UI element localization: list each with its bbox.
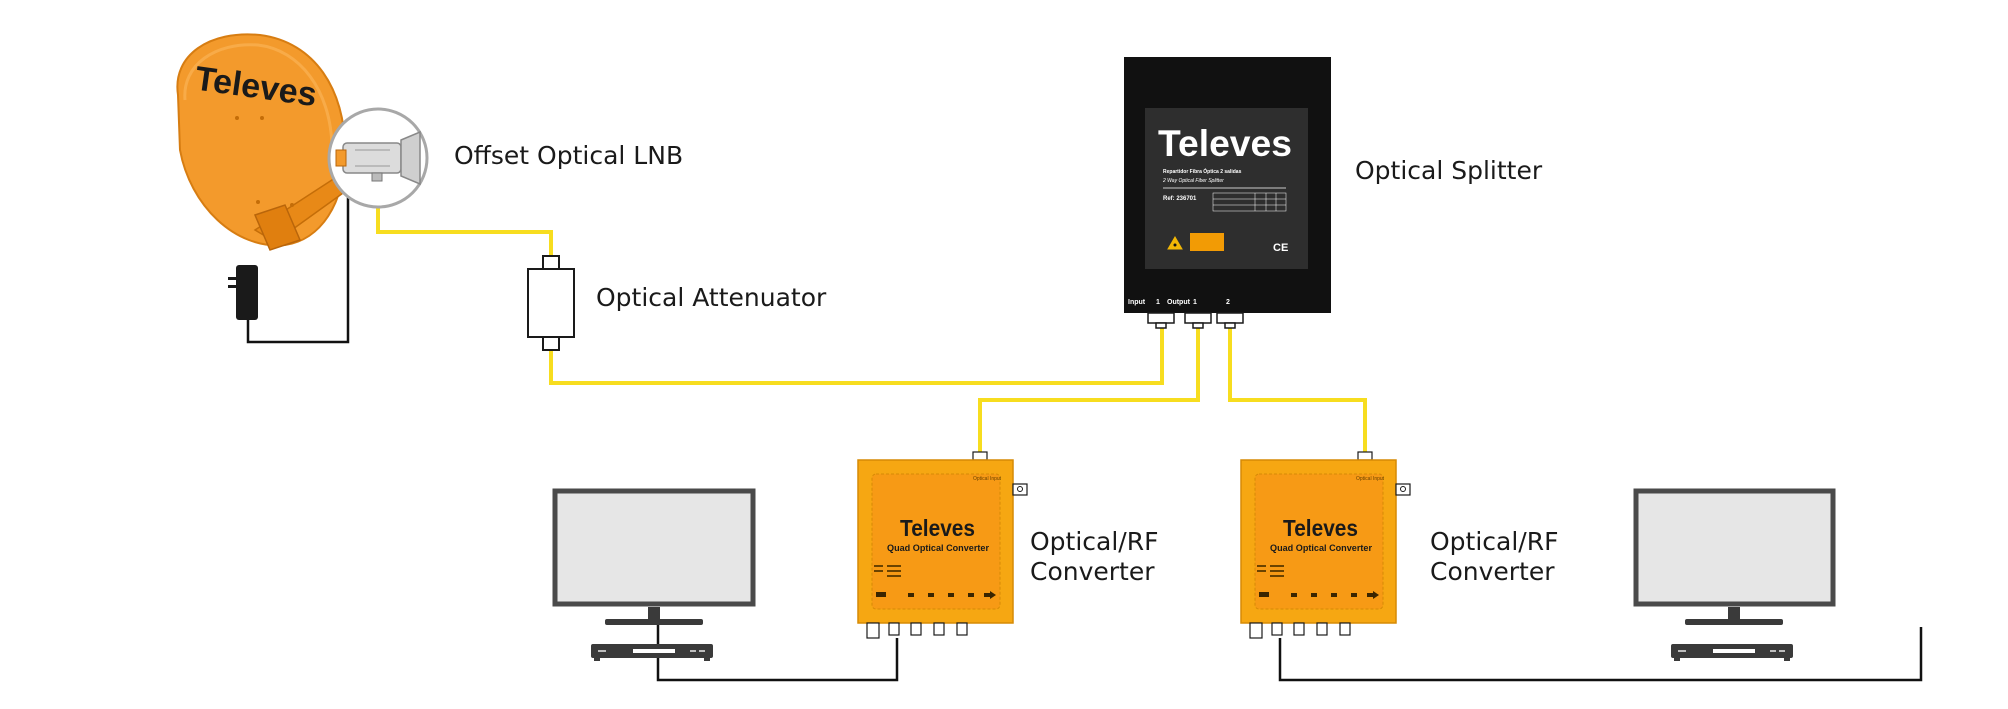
coax-right [1278,627,1923,682]
label-converter-left-line2: Converter [1030,557,1155,586]
splitter-line2: 2 Way Optical Fiber Splitter [1162,178,1224,184]
laser-warning-icon [1167,236,1183,250]
converter-left: Optical Input Televes Quad Optical Conve… [857,451,1028,639]
laser-warning-label [1190,233,1224,251]
tv-right [1633,488,1836,625]
label-splitter: Optical Splitter [1355,156,1543,185]
tv-right-screen [1633,488,1836,607]
port-input-label: Input [1128,299,1146,306]
converter-right-model: Quad Optical Converter [1270,543,1372,554]
port-output-2-num: 2 [1226,299,1230,306]
set-top-box-left [591,644,713,661]
splitter-ref: Ref: 236701 [1163,196,1197,202]
power-adapter [228,265,258,320]
converter-left-optical-input: Optical Input [973,476,1002,482]
converter-right-band-labels [1257,565,1284,577]
label-converter-right-line2: Converter [1430,557,1555,586]
splitter-ports [1147,312,1244,329]
fiber-attenuator-to-splitter [549,326,1164,385]
dish-mount [253,204,302,251]
fiber-splitter-to-right-converter [1228,326,1367,460]
converter-left-output-markers [876,591,996,599]
lnb-icon [335,130,421,186]
lnb-zoom [327,107,429,209]
label-lnb: Offset Optical LNB [454,141,684,170]
converter-right: Optical Input Televes Quad Optical Conve… [1240,451,1411,639]
converter-left-band-labels [874,565,901,577]
tv-left-screen [552,488,756,607]
splitter-ce: CE [1273,242,1288,254]
converter-right-f-connectors [1249,622,1351,639]
splitter-spec-table [1212,192,1287,212]
port-output-1-num: 1 [1193,299,1197,306]
converter-right-output-markers [1259,591,1379,599]
set-top-box-right [1671,644,1793,661]
converter-right-brand: Televes [1283,515,1358,541]
optical-splitter: Televes Repartidor Fibra Óptica 2 salida… [1124,57,1331,329]
optical-attenuator [527,255,575,351]
label-converter-left-line1: Optical/RF [1030,527,1159,556]
label-converter-right-line1: Optical/RF [1430,527,1559,556]
fiber-cables [376,172,1367,460]
converter-right-optical-input: Optical Input [1356,476,1385,482]
port-input-num: 1 [1156,299,1160,306]
power-cable [246,178,350,344]
fiber-splitter-to-left-converter [978,326,1200,460]
splitter-brand: Televes [1158,123,1292,164]
converter-left-brand: Televes [900,515,975,541]
label-attenuator: Optical Attenuator [596,283,827,312]
tv-left [552,488,756,625]
converter-left-f-connectors [866,622,968,639]
converter-left-model: Quad Optical Converter [887,543,989,554]
splitter-line1: Repartidor Fibra Óptica 2 salidas [1163,167,1242,175]
satellite-dish: Televes [176,33,352,251]
port-output-label: Output [1167,299,1191,306]
